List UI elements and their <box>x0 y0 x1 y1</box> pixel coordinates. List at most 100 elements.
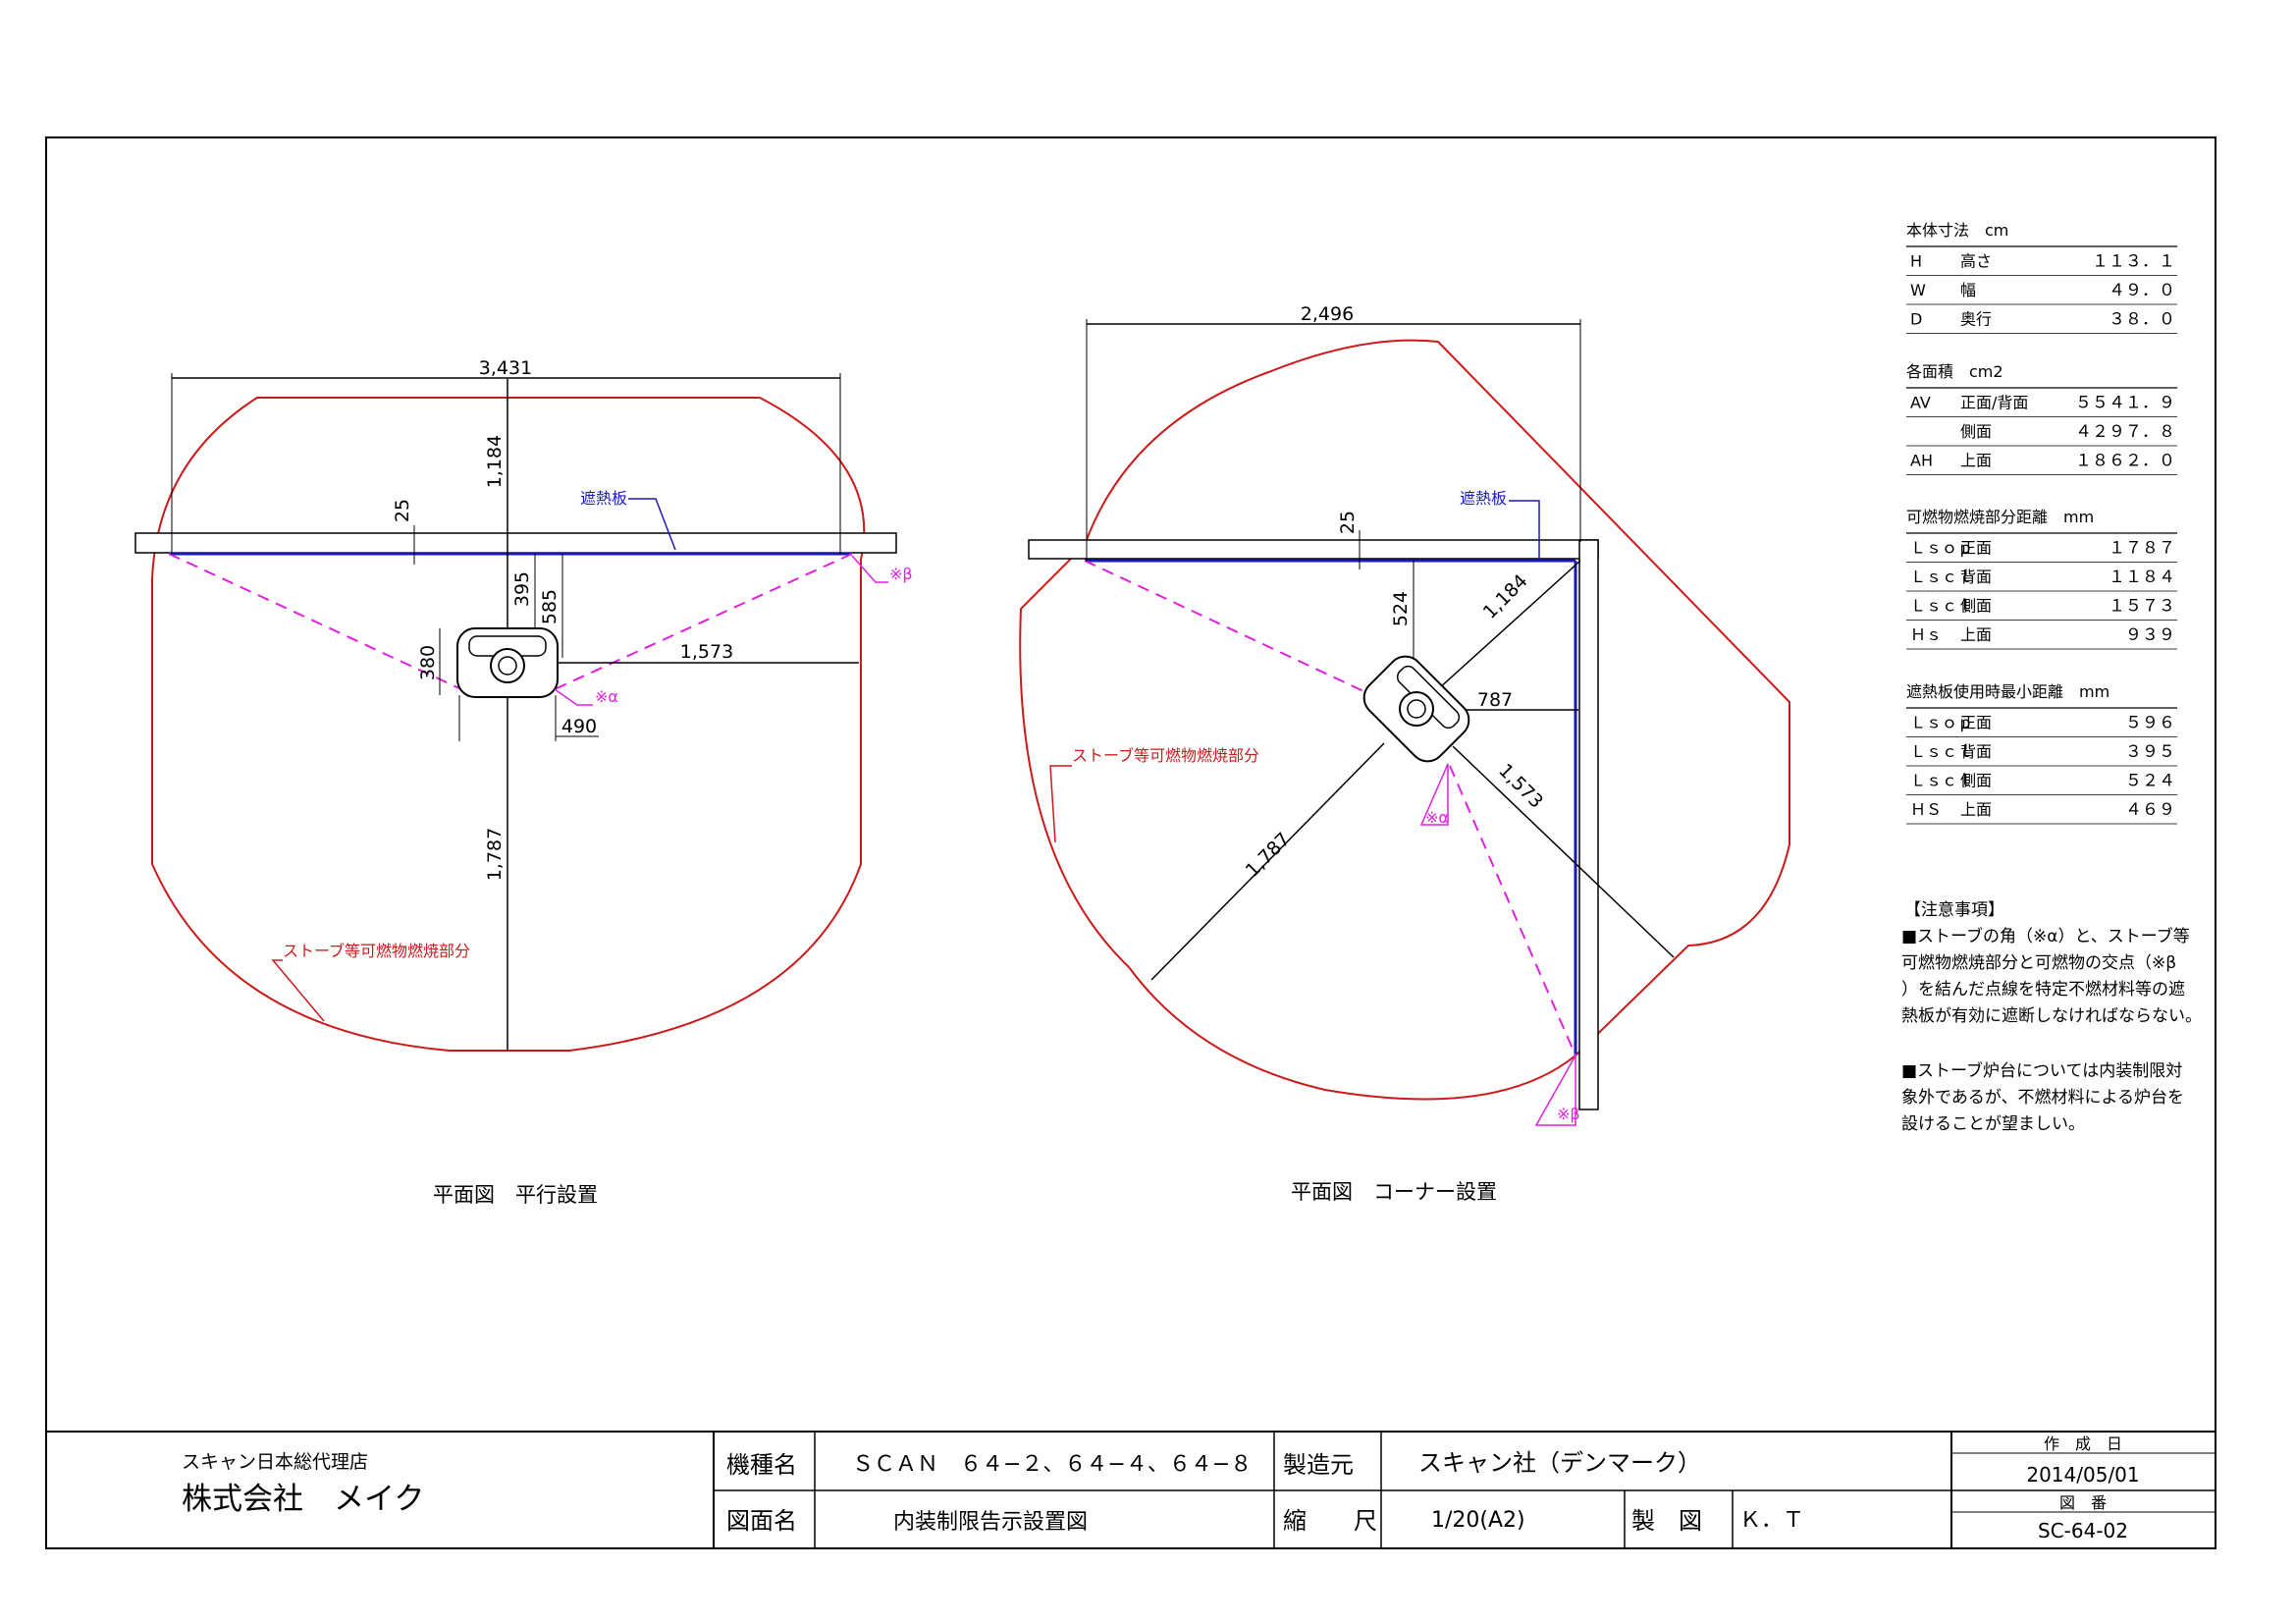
corner-dim-1787: 1,787 <box>1242 829 1295 882</box>
spec-code: Ｌｓｃｌ <box>1910 772 1973 790</box>
corner-alpha-marker <box>1419 763 1449 826</box>
note-line: ■ストーブの角（※α）と、ストーブ等 <box>1901 926 2190 947</box>
spec-value: １１３．１ <box>2092 252 2175 272</box>
sheet-frame <box>45 136 2216 1549</box>
company-name: 株式会社 メイク <box>182 1482 424 1517</box>
spec-label: 正面 <box>1960 539 1992 558</box>
agent-line: スキャン日本総代理店 <box>182 1451 368 1473</box>
parallel-shield-leader <box>628 498 676 551</box>
spec-value: ３９５ <box>2125 742 2175 762</box>
parallel-dim-front: 1,787 <box>484 828 506 881</box>
corner-wall-back <box>1028 539 1599 560</box>
spec-value: １１８４ <box>2109 568 2175 587</box>
parallel-dim-side: 1,573 <box>680 641 733 663</box>
number-value: SC-64-02 <box>2038 1519 2128 1542</box>
spec-code: H <box>1910 252 1922 271</box>
spec-value: ３８．０ <box>2109 310 2175 330</box>
corner-dim-524: 524 <box>1390 591 1412 626</box>
maker-value: スキャン社（デンマーク） <box>1418 1449 1701 1477</box>
spec-code: Ｌｓｏｐ <box>1910 714 1973 732</box>
drafter-label: 製 図 <box>1631 1507 1702 1535</box>
spec-title-shield: 遮熱板使用時最小距離 mm <box>1906 682 2109 701</box>
notes: 【注意事項】 ■ストーブの角（※α）と、ストーブ等 可燃物燃焼部分と可燃物の交点… <box>1901 900 2202 1134</box>
number-label: 図 番 <box>2059 1493 2107 1512</box>
spec-code: AV <box>1910 394 1931 412</box>
parallel-stove <box>456 627 559 698</box>
spec-label: 正面/背面 <box>1960 394 2028 412</box>
drawing-label: 図面名 <box>726 1507 797 1535</box>
corner-beta-label: ※β <box>1557 1105 1580 1123</box>
spec-label: 高さ <box>1960 252 1992 271</box>
date-value: 2014/05/01 <box>2026 1463 2139 1487</box>
parallel-dashed-right <box>554 553 853 690</box>
parallel-dim-top: 1,184 <box>484 435 506 488</box>
corner-alpha-label: ※α <box>1425 808 1449 827</box>
spec-label: 側面 <box>1960 597 1992 616</box>
parallel-wall <box>134 532 897 554</box>
parallel-dim-585: 585 <box>539 589 561 624</box>
spec-value: ９３９ <box>2125 625 2175 645</box>
corner-plan: 2,496 25 524 1,184 787 1,573 1,787 遮熱板 ※… <box>1019 303 1790 1204</box>
parallel-dim-490: 490 <box>561 716 597 737</box>
spec-value: １５７３ <box>2109 597 2175 617</box>
corner-dim-787: 787 <box>1477 689 1513 711</box>
corner-zone-label: ストーブ等可燃物燃焼部分 <box>1072 746 1259 765</box>
corner-shield-label: 遮熱板 <box>1460 489 1507 508</box>
parallel-alpha-label: ※α <box>595 687 618 706</box>
corner-caption: 平面図 コーナー設置 <box>1291 1180 1497 1204</box>
spec-label: 上面 <box>1960 452 1992 470</box>
corner-stove <box>1362 655 1470 763</box>
spec-value: ５９６ <box>2125 714 2175 733</box>
corner-dim-width: 2,496 <box>1301 303 1354 325</box>
spec-value: １７８７ <box>2109 539 2175 559</box>
spec-value: ５５４１．９ <box>2075 394 2175 413</box>
note-line: ）を結んだ点線を特定不燃材料等の遮 <box>1901 980 2185 1000</box>
drafter-value: Ｋ．Ｔ <box>1739 1508 1804 1533</box>
spec-code: Ｌｓｃｌ <box>1910 597 1973 616</box>
corner-dim-1573: 1,573 <box>1494 760 1547 813</box>
scale-label: 縮 尺 <box>1283 1507 1377 1535</box>
spec-title-body: 本体寸法 cm <box>1906 221 2008 240</box>
corner-dashed-side <box>1449 765 1576 1056</box>
notes-title: 【注意事項】 <box>1904 900 2004 920</box>
spec-code: D <box>1910 310 1922 329</box>
spec-code: Ｌｓｃｌ <box>1910 568 1973 586</box>
spec-value: ４２９７．８ <box>2075 422 2175 442</box>
model-label: 機種名 <box>726 1451 797 1479</box>
parallel-alpha-leader <box>554 688 593 706</box>
corner-diag-front-line <box>1150 742 1385 981</box>
parallel-zone-leader <box>271 959 325 1022</box>
spec-value: ４９．０ <box>2109 281 2175 300</box>
note-line: 設けることが望ましい。 <box>1901 1114 2085 1134</box>
note-line: 象外であるが、不燃材料による炉台を <box>1901 1088 2184 1108</box>
note-line: ■ストーブ炉台については内装制限対 <box>1901 1060 2182 1081</box>
corner-shield-leader <box>1509 500 1540 560</box>
corner-dim-1184: 1,184 <box>1479 570 1532 623</box>
spec-code: Ｌｓｏｐ <box>1910 539 1973 558</box>
spec-label: 側面 <box>1960 772 1992 790</box>
spec-title-combustible: 可燃物燃焼部分距離 mm <box>1906 508 2094 526</box>
note-line: 可燃物燃焼部分と可燃物の交点（※β <box>1901 953 2176 973</box>
spec-label: 正面 <box>1960 714 1992 732</box>
corner-zone-leader <box>1049 765 1072 843</box>
corner-diag-back-line <box>1417 560 1581 708</box>
note-line: 熱板が有効に遮断しなければならない。 <box>1901 1006 2202 1026</box>
parallel-zone-label: ストーブ等可燃物燃焼部分 <box>283 942 470 960</box>
parallel-beta-leader <box>851 555 888 583</box>
spec-label: 奥行 <box>1960 310 1992 329</box>
spec-label: 背面 <box>1960 568 1992 586</box>
parallel-dim-395: 395 <box>511 571 533 607</box>
date-label: 作 成 日 <box>2044 1434 2122 1453</box>
model-value: ＳＣＡＮ ６４−２、６４−４、６４−８ <box>852 1452 1252 1477</box>
spec-code: Ｌｓｃｌ <box>1910 742 1973 761</box>
parallel-dim-380: 380 <box>417 645 439 680</box>
spec-value: ５２４ <box>2125 772 2175 791</box>
scale-value: 1/20(A2) <box>1431 1508 1525 1533</box>
corner-beta-marker <box>1534 1053 1576 1126</box>
spec-label: 側面 <box>1960 422 1992 441</box>
corner-dim-25: 25 <box>1337 511 1359 534</box>
parallel-caption: 平面図 平行設置 <box>433 1183 598 1207</box>
corner-dashed-back <box>1084 560 1377 698</box>
spec-code: Ｈｓ <box>1910 625 1942 644</box>
spec-code: ＨＳ <box>1910 800 1942 819</box>
